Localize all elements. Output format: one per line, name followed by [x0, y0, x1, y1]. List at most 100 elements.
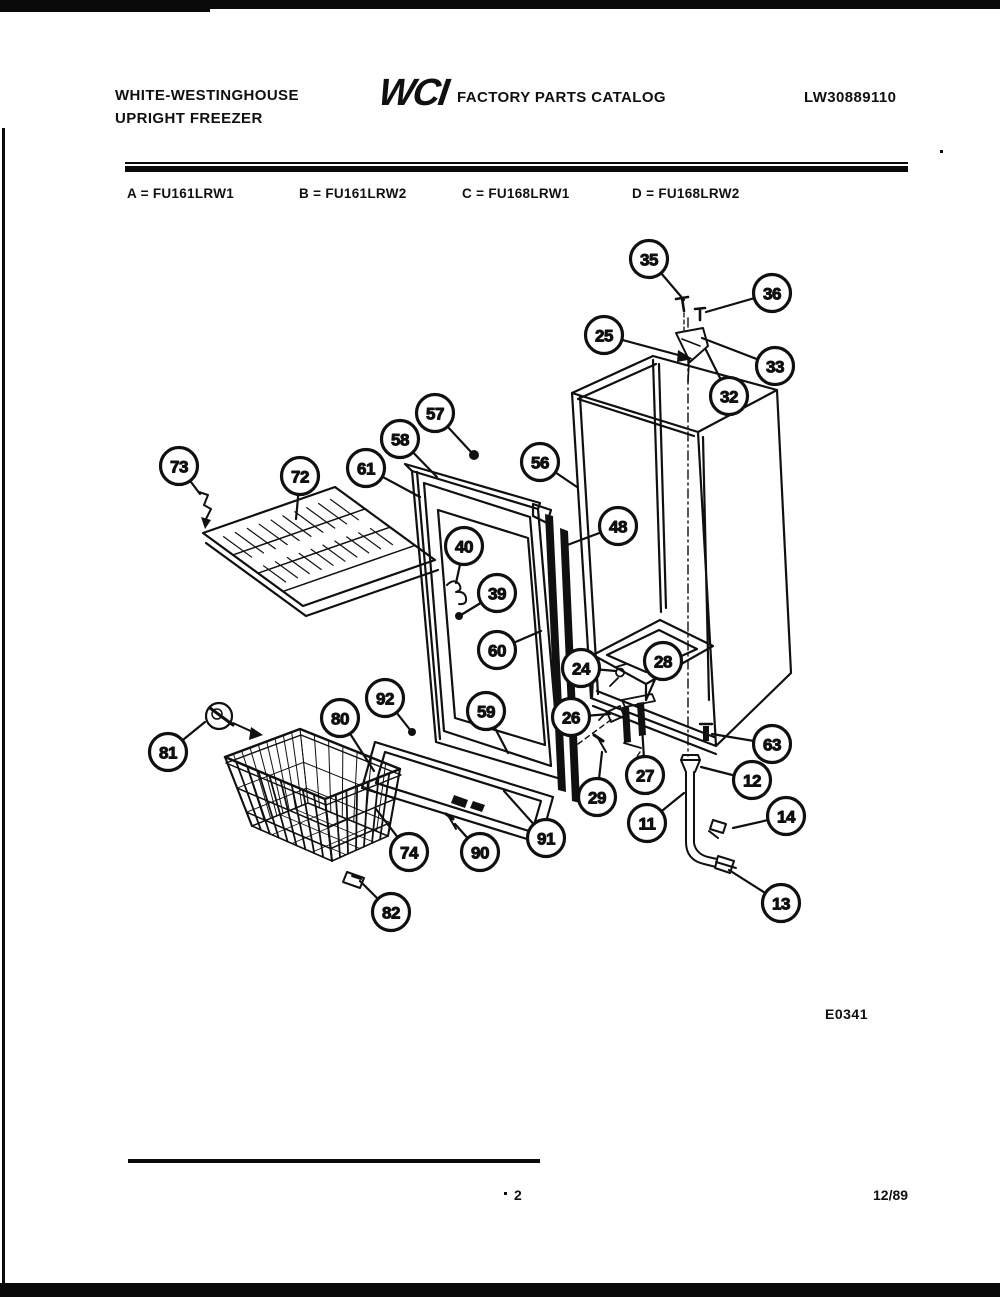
callout-circle-58: [379, 418, 421, 460]
callout-40: 40: [443, 525, 485, 585]
callout-number-91: 91: [537, 830, 555, 849]
callout-circle-59: [465, 690, 507, 732]
callout-circle-73: [158, 445, 200, 487]
callout-39: 39: [459, 572, 518, 617]
callout-circle-40: [443, 525, 485, 567]
callout-81: 81: [147, 720, 207, 773]
callout-number-35: 35: [640, 251, 658, 270]
callout-circle-39: [476, 572, 518, 614]
callout-circle-57: [414, 392, 456, 434]
catalog-title: FACTORY PARTS CATALOG: [457, 89, 666, 106]
callout-circle-24: [560, 647, 602, 689]
callout-circle-27: [624, 754, 666, 796]
callout-circle-33: [754, 345, 796, 387]
part-29-head: [592, 733, 605, 743]
callout-number-74: 74: [400, 844, 419, 863]
callout-circle-14: [765, 795, 807, 837]
callout-circle-13: [760, 882, 802, 924]
hinge-bracket-pins: [622, 702, 646, 743]
callout-number-63: 63: [763, 736, 781, 755]
callout-number-82: 82: [382, 904, 400, 923]
shelf-hatch: [222, 498, 416, 593]
callout-circle-29: [576, 776, 618, 818]
callout-number-72: 72: [291, 468, 309, 487]
diagram-code: E0341: [825, 1006, 868, 1022]
part-82-clip: [342, 871, 365, 889]
callout-36: 36: [704, 272, 793, 314]
callout-number-81: 81: [159, 744, 177, 763]
callout-number-28: 28: [654, 653, 672, 672]
callout-80: 80: [319, 697, 376, 773]
callout-circle-11: [626, 802, 668, 844]
callout-circle-72: [279, 455, 321, 497]
part-24-hook: [609, 663, 627, 687]
callout-circle-80: [319, 697, 361, 739]
callout-number-73: 73: [170, 458, 188, 477]
callout-59: 59: [465, 690, 510, 755]
callout-72: 72: [279, 455, 321, 521]
top-hinge: [675, 327, 709, 363]
hinge-screws: [674, 295, 707, 322]
callout-32: 32: [704, 348, 750, 417]
callout-91: 91: [502, 789, 567, 859]
callout-13: 13: [727, 868, 802, 924]
callout-circle-74: [388, 831, 430, 873]
date-code: 12/89: [873, 1187, 909, 1203]
part-39-screw: [455, 612, 463, 620]
callout-circle-91: [525, 817, 567, 859]
callout-circle-48: [597, 505, 639, 547]
cabinet-outline: [570, 354, 793, 756]
document-number: LW30889110: [804, 89, 897, 106]
callout-92: 92: [364, 677, 413, 733]
callout-circle-36: [751, 272, 793, 314]
callout-circle-60: [476, 629, 518, 671]
model-d: D = FU168LRW2: [632, 186, 740, 201]
brand-line1: WHITE-WESTINGHOUSE: [115, 87, 299, 104]
part-90-screw: [448, 816, 457, 830]
brand-line2: UPRIGHT FREEZER: [115, 110, 263, 127]
callout-56: 56: [519, 441, 579, 489]
callout-number-92: 92: [376, 690, 394, 709]
part-73-arrow: [201, 517, 211, 529]
callout-number-40: 40: [455, 538, 473, 557]
top-hinge-detail: [681, 338, 701, 383]
callout-number-14: 14: [777, 808, 796, 827]
callout-61: 61: [345, 447, 422, 499]
model-c: C = FU168LRW1: [462, 186, 570, 201]
part-81-screw: [208, 706, 235, 727]
callout-11: 11: [626, 791, 686, 844]
callout-circle-63: [751, 723, 793, 765]
callout-24: 24: [560, 647, 618, 689]
wci-logo: WCI: [376, 72, 450, 114]
callout-number-56: 56: [531, 454, 549, 473]
callout-circle-12: [731, 759, 773, 801]
callout-number-80: 80: [331, 710, 349, 729]
hinge-arrowhead: [677, 350, 693, 362]
callout-number-36: 36: [763, 285, 781, 304]
callout-circle-25: [583, 314, 625, 356]
callout-number-27: 27: [636, 767, 654, 786]
callout-26: 26: [550, 696, 612, 738]
callout-27: 27: [624, 708, 666, 796]
scan-edge-top-notch: [0, 9, 210, 12]
callout-circle-90: [459, 831, 501, 873]
page-number: 2: [514, 1187, 522, 1203]
callout-28: 28: [642, 640, 684, 702]
callout-circle-82: [370, 891, 412, 933]
grille-nameplate: [451, 795, 485, 812]
callout-90: 90: [453, 822, 501, 873]
callout-circle-56: [519, 441, 561, 483]
callout-number-60: 60: [488, 642, 506, 661]
callout-number-29: 29: [588, 789, 606, 808]
scan-edge-left: [2, 128, 5, 1284]
door-panel: [403, 462, 563, 781]
header-rule-thick: [125, 166, 908, 172]
part-40-clip: [446, 580, 468, 606]
callout-number-57: 57: [426, 405, 444, 424]
callout-35: 35: [628, 238, 686, 302]
callout-number-61: 61: [357, 460, 375, 479]
part-81-hub: [211, 708, 223, 720]
